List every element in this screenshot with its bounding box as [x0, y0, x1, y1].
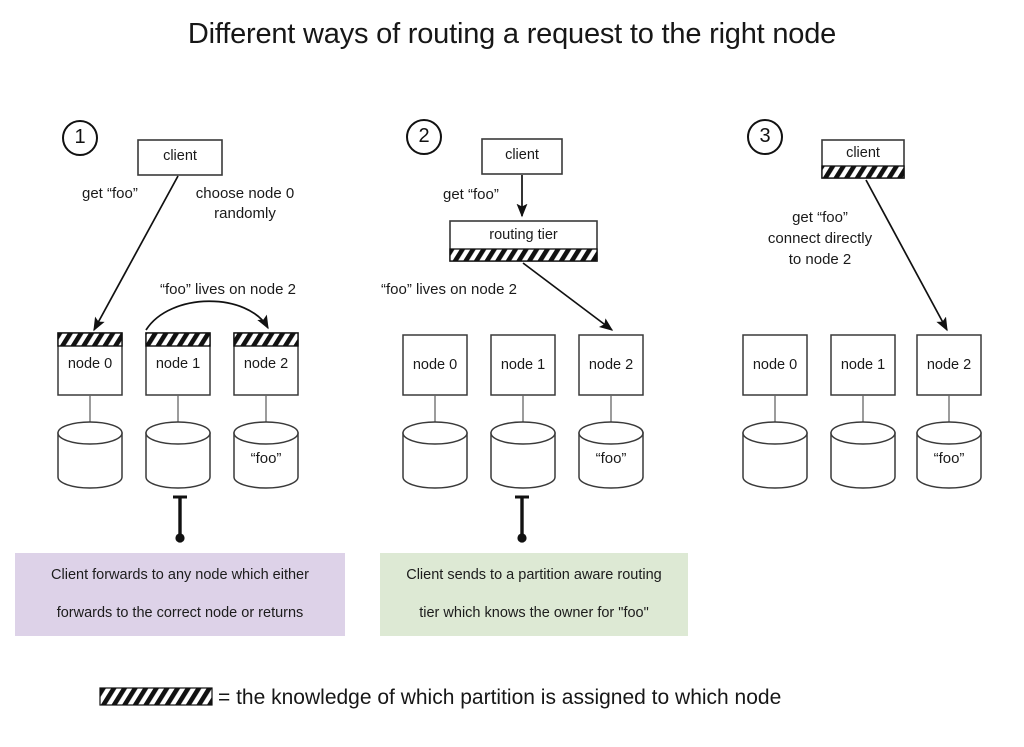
legend-label: = the knowledge of which partition is as…	[218, 686, 782, 709]
panel3-client-label: client	[846, 145, 880, 161]
panel1-node2-hatch	[233, 332, 299, 347]
panel1-choose-node-label-line1: choose node 0	[195, 185, 295, 202]
panel1-callout-box: Client forwards to any node which either…	[15, 553, 345, 636]
panel3-node1-label: node 1	[840, 357, 886, 373]
panel3-client-to-node2-arrow	[865, 179, 948, 332]
panel2-routing-tier-label: routing tier	[489, 227, 558, 243]
panel2-foo-lives-label: “foo” lives on node 2	[381, 281, 517, 298]
panel3-connect-directly-line2: to node 2	[788, 251, 852, 268]
panel2-client-label: client	[505, 147, 539, 163]
panel1-node0-label: node 0	[67, 356, 113, 372]
panel2-store2-label: “foo”	[595, 450, 627, 467]
panel3-connect-directly-line1: connect directly	[767, 230, 873, 247]
panel1-choose-node-label-line2: randomly	[214, 205, 276, 222]
panel1-node0-hatch	[57, 332, 123, 347]
panel1-get-foo-label: get “foo”	[82, 185, 138, 202]
panel1-store2-label: “foo”	[250, 450, 282, 467]
panel1-client-to-node0-arrow	[93, 175, 179, 332]
panel1-client-label: client	[163, 148, 197, 164]
panel2-callout-line1: Client sends to a partition aware routin…	[406, 566, 662, 583]
panel2-routing-tier-hatch	[449, 248, 598, 262]
panel3-get-foo-label: get “foo”	[792, 209, 848, 226]
legend-hatch-icon	[99, 687, 213, 706]
panel2-get-foo-label: get “foo”	[443, 186, 499, 203]
panel3-step-number: 3	[747, 119, 783, 155]
panel2-node2-label: node 2	[588, 357, 634, 373]
panel1-node1-label: node 1	[155, 356, 201, 372]
panel2-store0-cylinder	[402, 421, 468, 489]
panel1-callout-line1: Client forwards to any node which either	[51, 566, 309, 583]
panel1-client-box	[137, 139, 223, 176]
panel2-node1-label: node 1	[500, 357, 546, 373]
panel2-tier-to-node2-arrow	[522, 262, 614, 331]
panel3-client-hatch	[821, 165, 905, 179]
panel2-store1-cylinder	[490, 421, 556, 489]
panel2-callout-box: Client sends to a partition aware routin…	[380, 553, 688, 636]
panel3-store2-label: “foo”	[933, 450, 965, 467]
panel1-callout-line2: forwards to the correct node or returns	[56, 604, 304, 621]
panel2-node0-label: node 0	[412, 357, 458, 373]
panel2-store2-cylinder	[578, 421, 644, 489]
panel2-callout-line2: tier which knows the owner for "foo"	[419, 604, 649, 621]
panel1-store1-cylinder	[145, 421, 211, 489]
panel1-store2-cylinder	[233, 421, 299, 489]
panel2-client-box	[481, 138, 563, 175]
panel3-store1-cylinder	[830, 421, 896, 489]
panel3-node0-label: node 0	[752, 357, 798, 373]
panel1-store0-cylinder	[57, 421, 123, 489]
panel3-node2-label: node 2	[926, 357, 972, 373]
panel3-store0-cylinder	[742, 421, 808, 489]
panel1-step-number: 1	[62, 120, 98, 156]
panel3-store2-cylinder	[916, 421, 982, 489]
panel2-step-number: 2	[406, 119, 442, 155]
panel1-foo-lives-label: “foo” lives on node 2	[160, 281, 296, 298]
panel1-node0-to-node2-arrow	[145, 300, 269, 331]
panel1-node1-hatch	[145, 332, 211, 347]
page-title: Different ways of routing a request to t…	[187, 18, 837, 50]
panel1-node2-label: node 2	[243, 356, 289, 372]
